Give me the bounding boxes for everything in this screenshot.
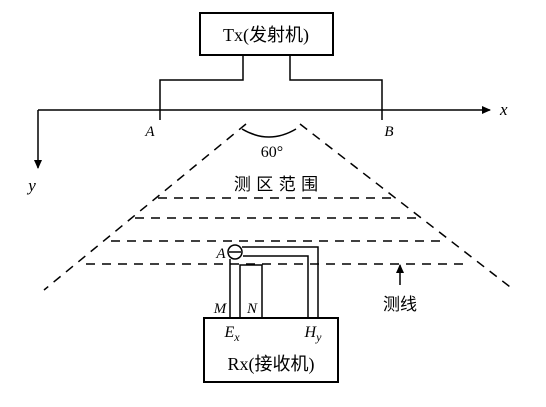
hy-wire-outer	[242, 246, 319, 318]
x-axis-label: x	[499, 100, 508, 119]
tx-wire-a	[159, 55, 244, 120]
cone-edge-left	[43, 123, 247, 291]
electrode-b-label: B	[384, 124, 393, 140]
transmitter-box	[199, 12, 334, 56]
sensor-label: A	[215, 246, 226, 262]
ex-main: E	[223, 324, 234, 341]
terminal-n-label: N	[246, 301, 258, 317]
survey-line-label: 测线	[383, 295, 417, 315]
hy-wire-inner	[243, 255, 309, 318]
ex-sub: x	[233, 330, 240, 344]
y-axis-label: y	[26, 176, 36, 195]
hy-main: H	[304, 324, 318, 341]
transmitter: Tx(发射机)	[199, 12, 334, 56]
receiver: Ex Hy Rx(接收机)	[203, 317, 339, 383]
angle-label: 60°	[261, 144, 283, 161]
hy-terminal-label: Hy	[304, 324, 323, 344]
ex-terminal-label: Ex	[223, 324, 240, 344]
angle-arc	[241, 128, 297, 138]
receiver-box	[203, 317, 339, 383]
electrode-a-label: A	[144, 124, 155, 140]
ex-wire-n	[239, 264, 263, 318]
tx-wire-b	[289, 55, 383, 120]
survey-area-label: 测 区 范 围	[234, 175, 318, 195]
receiver-label: Rx(接收机)	[228, 354, 315, 375]
terminal-m-label: M	[213, 301, 228, 317]
cone-edge-right	[299, 123, 515, 291]
hy-sub: y	[315, 330, 322, 344]
transmitter-label: Tx(发射机)	[223, 25, 309, 46]
